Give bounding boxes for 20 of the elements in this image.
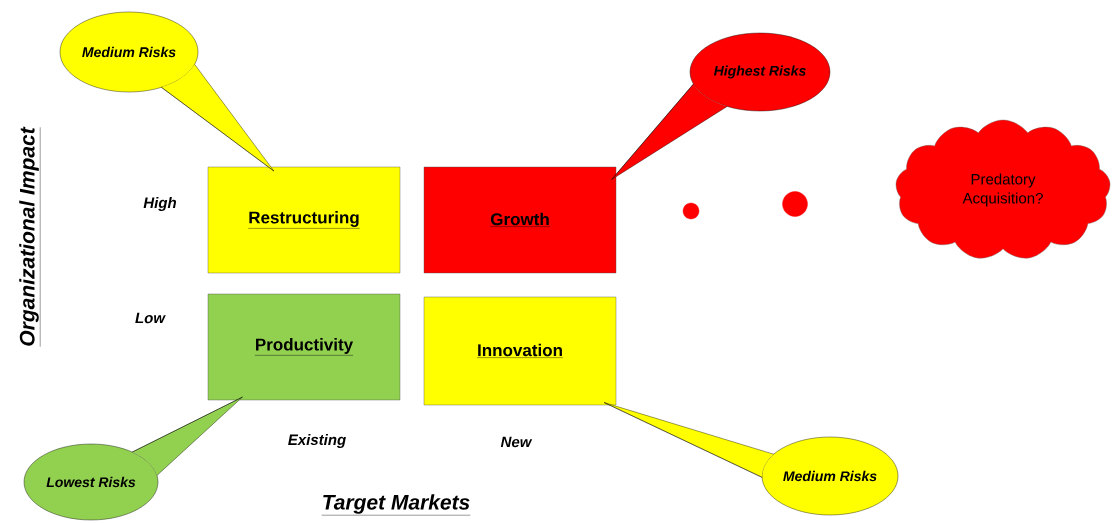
quadrant-box: Innovation (423, 296, 617, 406)
dot (682, 202, 700, 220)
risk-callout: Lowest Risks (23, 443, 159, 521)
thought-cloud: Predatory Acquisition? (895, 119, 1111, 259)
risk-callout: Medium Risks (761, 436, 899, 516)
axis-title: Organizational Impact (19, 126, 41, 347)
quadrant-box: Productivity (207, 293, 401, 401)
callout-tail (604, 402, 774, 478)
axis-label: Low (135, 312, 166, 324)
axis-label: High (143, 197, 177, 211)
callout-tail (611, 83, 728, 180)
callout-tail (132, 396, 243, 476)
risk-callout: Medium Risks (59, 11, 199, 93)
dot (782, 191, 808, 217)
quadrant-box: Restructuring (207, 166, 401, 274)
risk-callout: Highest Risks (689, 32, 831, 112)
quadrant-box: Growth (423, 166, 617, 274)
axis-label: New (500, 436, 533, 448)
axis-label: Existing (288, 434, 346, 448)
axis-title: Target Markets (321, 494, 471, 516)
